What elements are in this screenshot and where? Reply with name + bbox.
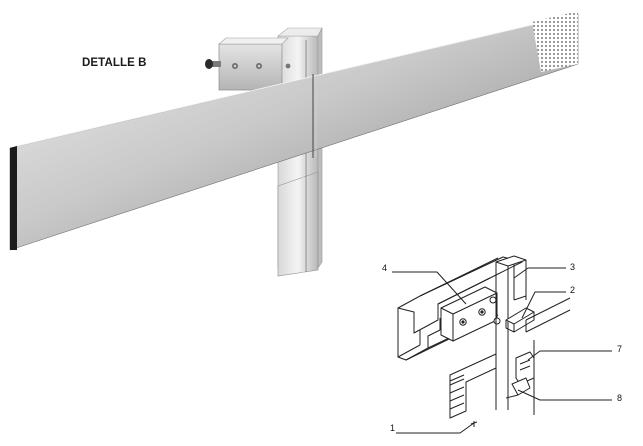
leader-2 bbox=[521, 291, 566, 319]
post-lower bbox=[277, 171, 319, 277]
callout-2: 2 bbox=[570, 285, 576, 295]
leader-7 bbox=[527, 350, 612, 361]
callout-3: 3 bbox=[570, 262, 576, 272]
callout-1: 1 bbox=[390, 423, 396, 433]
vertical-post-profile bbox=[495, 255, 527, 410]
exploded-line-drawing bbox=[392, 255, 612, 434]
mounting-bracket bbox=[205, 37, 291, 91]
hanger-hook bbox=[505, 351, 535, 399]
leader-3 bbox=[513, 267, 566, 279]
perforated-zone bbox=[532, 11, 578, 72]
callout-4: 4 bbox=[382, 263, 388, 273]
leader-1 bbox=[396, 422, 475, 434]
callout-7: 7 bbox=[617, 344, 623, 354]
connector-plate bbox=[440, 286, 501, 342]
detail-title: DETALLE B bbox=[82, 57, 147, 69]
long-panel bbox=[9, 11, 579, 251]
callout-8: 8 bbox=[617, 393, 623, 403]
leader-8 bbox=[517, 389, 612, 401]
leader-4 bbox=[392, 271, 467, 305]
rendered-assembly bbox=[9, 11, 579, 277]
leader-lines bbox=[392, 267, 612, 434]
ribbed-panel bbox=[449, 353, 497, 419]
clip-part bbox=[505, 307, 535, 333]
